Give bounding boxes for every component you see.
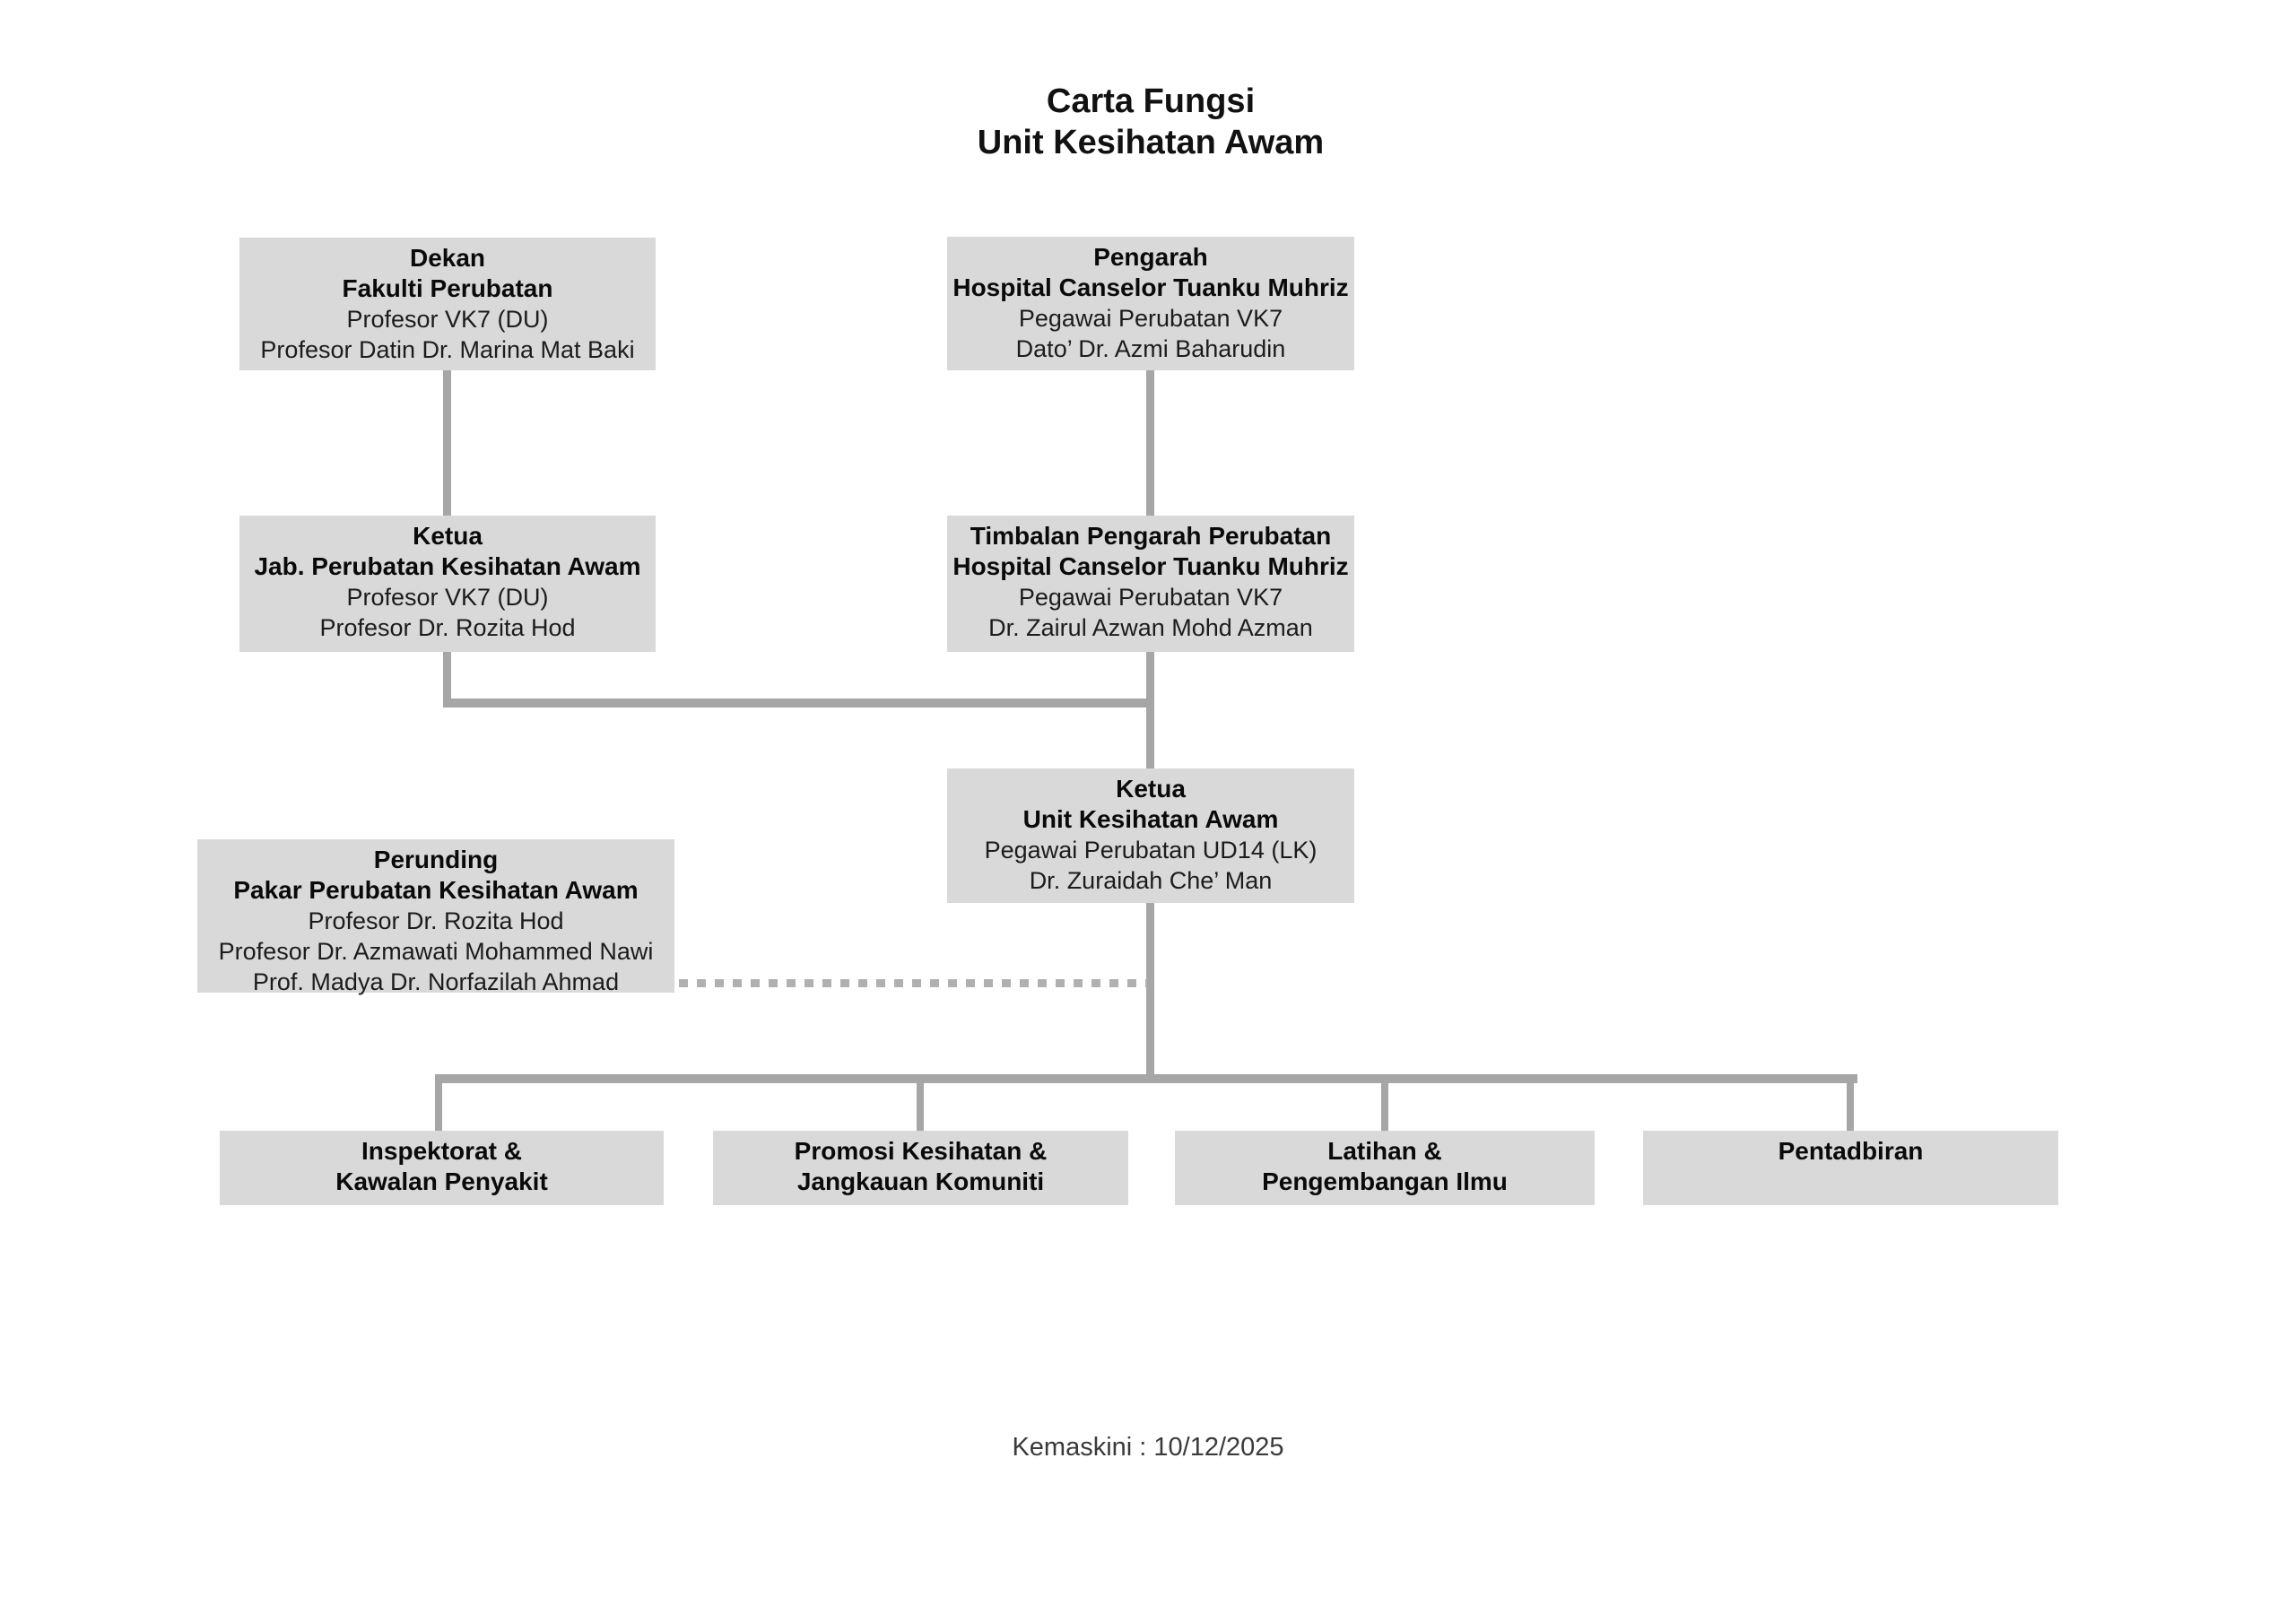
- org-box-unit-latihan: Latihan & Pengembangan Ilmu: [1175, 1131, 1595, 1205]
- connector-stub-promosi: [917, 1083, 924, 1131]
- connector-timbalan-to-ketua-unit: [1146, 652, 1154, 768]
- unit-label-line1: Inspektorat &: [361, 1137, 522, 1165]
- connector-stub-latihan: [1381, 1083, 1388, 1131]
- role-title: Dekan: [409, 244, 486, 272]
- connector-stub-pentadbiran: [1847, 1083, 1854, 1131]
- last-updated-label: Kemaskini : 10/12/2025: [1012, 1433, 1284, 1462]
- role-holder: Dr. Zuraidah Che’ Man: [1029, 867, 1273, 894]
- connector-ketua-unit-to-distribution-bar: [1146, 903, 1154, 1074]
- org-box-unit-inspektorat: Inspektorat & Kawalan Penyakit: [220, 1131, 664, 1205]
- role-org: Jab. Perubatan Kesihatan Awam: [254, 552, 641, 580]
- role-title: Ketua: [413, 522, 483, 550]
- role-title: Perunding: [373, 846, 499, 873]
- org-box-timbalan-pengarah: Timbalan Pengarah Perubatan Hospital Can…: [947, 516, 1354, 652]
- role-member: Profesor Dr. Azmawati Mohammed Nawi: [218, 938, 654, 965]
- unit-label-line1: Pentadbiran: [1778, 1137, 1924, 1165]
- role-member: Prof. Madya Dr. Norfazilah Ahmad: [252, 968, 620, 995]
- org-box-pengarah: Pengarah Hospital Canselor Tuanku Muhriz…: [947, 237, 1354, 370]
- org-box-ketua-unit: Ketua Unit Kesihatan Awam Pegawai Peruba…: [947, 768, 1354, 903]
- role-holder: Profesor Datin Dr. Marina Mat Baki: [260, 336, 635, 363]
- org-box-unit-pentadbiran: Pentadbiran: [1643, 1131, 2058, 1205]
- role-holder: Profesor Dr. Rozita Hod: [319, 614, 576, 641]
- connector-stub-inspektorat: [435, 1083, 442, 1131]
- role-org: Unit Kesihatan Awam: [1022, 805, 1279, 833]
- role-grade: Pegawai Perubatan VK7: [1018, 584, 1283, 611]
- unit-label-line1: Promosi Kesihatan &: [794, 1137, 1048, 1165]
- org-box-perunding: Perunding Pakar Perubatan Kesihatan Awam…: [197, 839, 674, 995]
- role-title: Timbalan Pengarah Perubatan: [970, 522, 1332, 550]
- connector-pengarah-to-timbalan: [1146, 370, 1154, 516]
- role-org: Hospital Canselor Tuanku Muhriz: [952, 273, 1349, 301]
- role-grade: Profesor VK7 (DU): [346, 306, 549, 333]
- role-grade: Pegawai Perubatan VK7: [1018, 305, 1283, 332]
- connector-ketua-jabatan-elbow-horizontal: [443, 699, 1154, 707]
- role-title: Pengarah: [1093, 243, 1208, 271]
- role-org: Fakulti Perubatan: [342, 274, 553, 302]
- chart-title-line2: Unit Kesihatan Awam: [977, 124, 1325, 161]
- role-grade: Profesor VK7 (DU): [346, 584, 549, 611]
- org-box-unit-promosi: Promosi Kesihatan & Jangkauan Komuniti: [713, 1131, 1128, 1205]
- org-box-ketua-jabatan: Ketua Jab. Perubatan Kesihatan Awam Prof…: [239, 516, 656, 652]
- role-holder: Dato’ Dr. Azmi Baharudin: [1015, 335, 1286, 362]
- chart-title: Carta Fungsi Unit Kesihatan Awam: [702, 81, 1599, 163]
- chart-title-line1: Carta Fungsi: [1046, 82, 1256, 120]
- unit-label-line2: Jangkauan Komuniti: [796, 1167, 1045, 1195]
- org-box-dekan: Dekan Fakulti Perubatan Profesor VK7 (DU…: [239, 238, 656, 370]
- connector-ketua-jabatan-elbow-vertical: [443, 652, 451, 707]
- role-title: Ketua: [1116, 775, 1186, 803]
- role-grade: Pegawai Perubatan UD14 (LK): [984, 837, 1318, 864]
- role-org: Pakar Perubatan Kesihatan Awam: [233, 876, 639, 904]
- role-org: Hospital Canselor Tuanku Muhriz: [952, 552, 1349, 580]
- unit-label-line2: Kawalan Penyakit: [335, 1167, 548, 1195]
- role-member: Profesor Dr. Rozita Hod: [308, 907, 564, 934]
- connector-perunding-dotted: [679, 979, 1147, 987]
- unit-label-line1: Latihan &: [1327, 1137, 1442, 1165]
- role-holder: Dr. Zairul Azwan Mohd Azman: [988, 614, 1313, 641]
- connector-dekan-to-ketua-jabatan: [443, 370, 451, 516]
- unit-label-line2: Pengembangan Ilmu: [1262, 1167, 1508, 1195]
- connector-distribution-bar: [435, 1074, 1857, 1083]
